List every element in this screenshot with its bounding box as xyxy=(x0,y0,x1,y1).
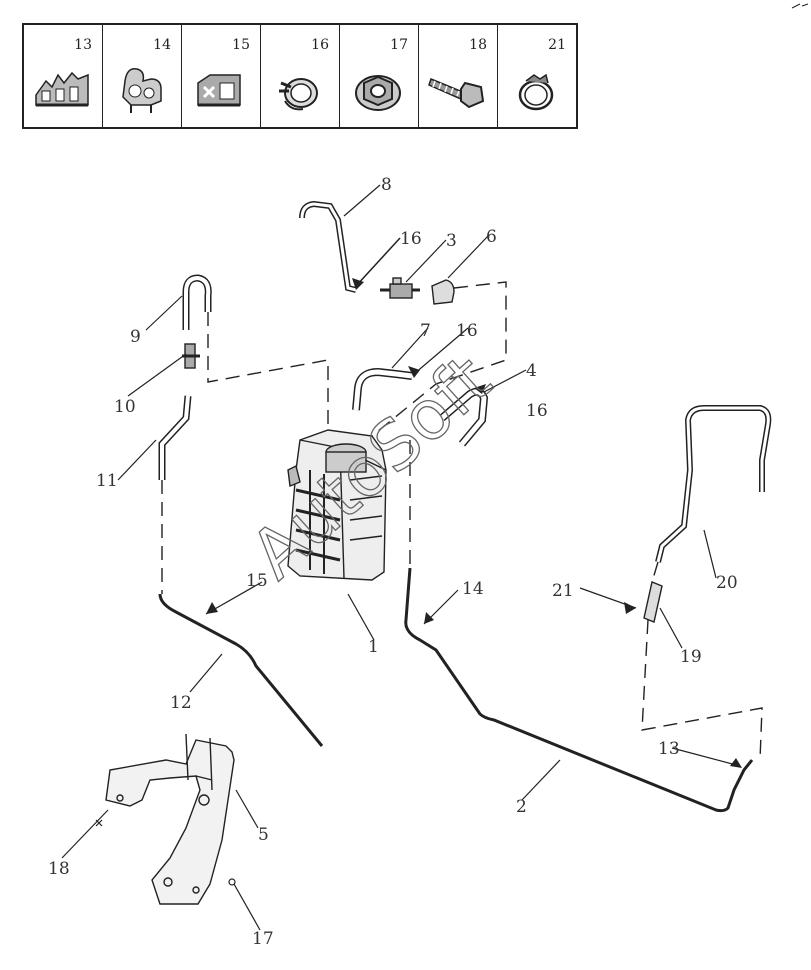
legend-number: 18 xyxy=(469,37,487,53)
hose-9 xyxy=(182,274,212,330)
connector-10 xyxy=(182,343,200,369)
callout-9: 9 xyxy=(130,327,141,347)
callout-3: 3 xyxy=(446,231,457,251)
callout-1: 1 xyxy=(368,637,379,657)
callout-11: 11 xyxy=(96,471,118,491)
legend-number: 14 xyxy=(153,37,171,53)
legend-cell-21: 21 xyxy=(498,25,576,127)
callout-8: 8 xyxy=(381,175,392,195)
solenoid-valve-3 xyxy=(380,277,420,299)
callout-20: 20 xyxy=(716,573,738,593)
spring-clamp-16-icon xyxy=(279,78,318,111)
clip-14-icon xyxy=(122,68,162,113)
callout-17: 17 xyxy=(252,929,274,949)
callout-19: 19 xyxy=(680,647,702,667)
callout-12: 12 xyxy=(170,693,192,713)
bracket-5 xyxy=(105,733,235,905)
legend-cell-13: 13 xyxy=(24,25,103,127)
legend-cell-15: 15 xyxy=(182,25,261,127)
hose-20 xyxy=(655,405,772,563)
dash-link-20-19 xyxy=(651,561,659,583)
pipe-12 xyxy=(158,593,324,747)
callout-5: 5 xyxy=(258,825,269,845)
legend-number: 15 xyxy=(232,37,250,53)
legend-number: 13 xyxy=(74,37,92,53)
bolt-18-icon xyxy=(428,78,485,109)
callout-7: 7 xyxy=(420,321,431,341)
legend-cell-14: 14 xyxy=(103,25,182,127)
dash-link-19-13 xyxy=(641,619,763,761)
callout-4: 4 xyxy=(526,361,537,381)
callout-16b: 16 xyxy=(456,321,478,341)
callout-2: 2 xyxy=(516,797,527,817)
dash-link-9-canister xyxy=(207,312,329,430)
fastener-legend: 13 14 15 16 xyxy=(22,23,578,129)
clip-13-icon xyxy=(35,71,89,107)
pipe-2 xyxy=(404,567,754,813)
legend-cell-17: 17 xyxy=(340,25,419,127)
dash-link-6-canister xyxy=(371,281,507,437)
hose-19 xyxy=(643,581,663,623)
legend-number: 16 xyxy=(311,37,329,53)
legend-cell-16: 16 xyxy=(261,25,340,127)
cap-6 xyxy=(431,279,455,305)
callout-10: 10 xyxy=(114,397,136,417)
legend-number: 17 xyxy=(390,37,408,53)
clip-15-icon xyxy=(197,74,241,107)
callout-15: 15 xyxy=(246,571,268,591)
charcoal-canister-1 xyxy=(287,429,387,581)
flange-nut-17-icon xyxy=(355,75,401,111)
callout-16c: 16 xyxy=(526,401,548,421)
callout-18: 18 xyxy=(48,859,70,879)
callout-6: 6 xyxy=(486,227,497,247)
callout-16a: 16 xyxy=(400,229,422,249)
hose-clamp-21-icon xyxy=(518,73,554,111)
callout-13: 13 xyxy=(658,739,680,759)
legend-cell-18: 18 xyxy=(419,25,498,127)
callout-21: 21 xyxy=(552,581,574,601)
callout-14: 14 xyxy=(462,579,484,599)
legend-number: 21 xyxy=(548,37,566,53)
